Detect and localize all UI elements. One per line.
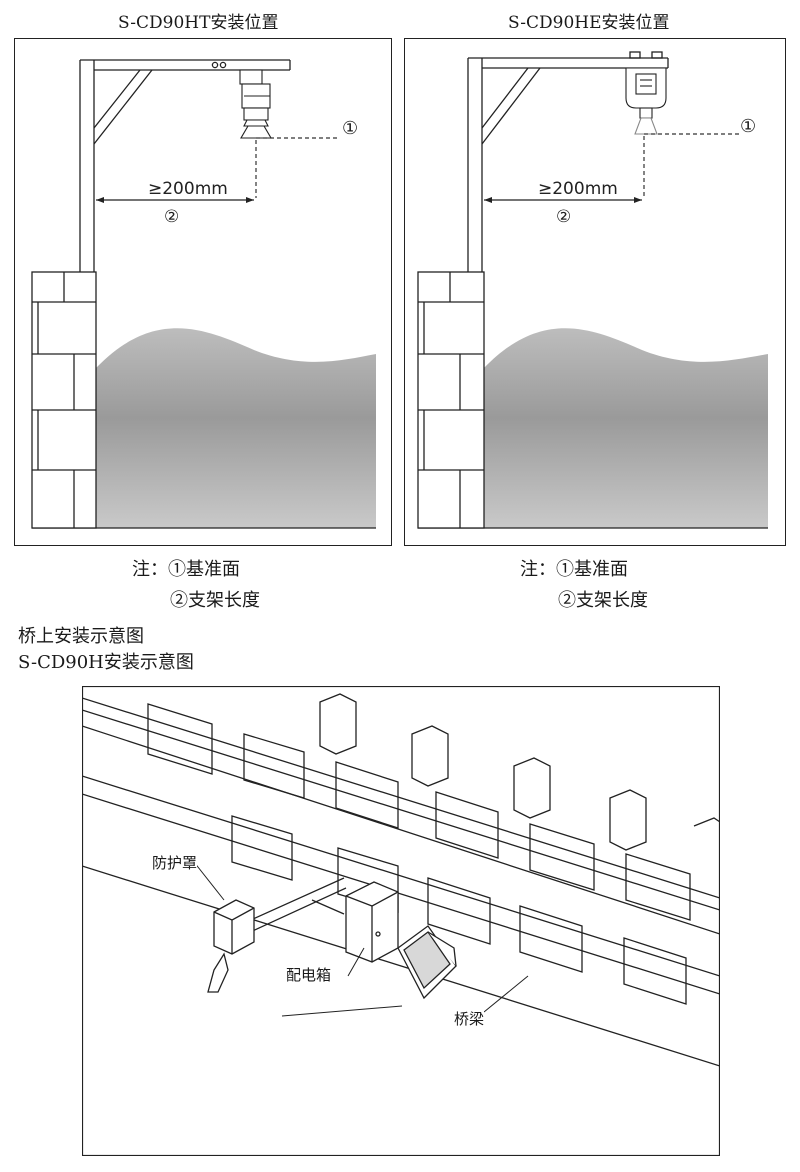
beam-panels <box>231 815 687 1005</box>
marker-1: ① <box>740 116 756 137</box>
beam-bottom <box>82 865 720 1067</box>
marker-2: ② <box>556 207 571 227</box>
diagram-he-installation: ≥200mm ② ① <box>404 38 786 546</box>
support-bracket <box>79 59 291 272</box>
sensor-shield <box>207 899 255 993</box>
marker-1: ① <box>342 118 358 139</box>
distribution-box <box>345 881 399 963</box>
caption-model: S-CD90H安装示意图 <box>18 652 194 673</box>
bridge-frame <box>82 686 720 1156</box>
shield-leader <box>193 861 225 901</box>
water-surface <box>96 328 376 528</box>
box-leader <box>347 947 365 977</box>
dimension-label: ≥200mm <box>148 179 228 199</box>
brick-wall <box>31 271 97 529</box>
bottom-leader <box>281 1005 403 1017</box>
railing-posts <box>319 693 720 851</box>
bridge-railing <box>82 697 720 911</box>
water-surface <box>484 328 768 528</box>
note-right-line2: ②支架长度 <box>558 590 648 611</box>
radar-sensor-ht <box>239 69 272 139</box>
label-distribution-box: 配电箱 <box>286 964 332 985</box>
dimension-arrow <box>484 197 642 203</box>
label-shield: 防护罩 <box>152 852 198 873</box>
solar-panel <box>397 925 457 1000</box>
bridge-installation-diagram <box>82 686 720 1156</box>
label-bridge: 桥梁 <box>454 1008 485 1029</box>
radar-sensor-he <box>625 67 667 135</box>
note-left-line2: ②支架长度 <box>170 590 260 611</box>
note-left-line1: 注：①基准面 <box>132 559 240 580</box>
note-right-line1: 注：①基准面 <box>520 559 628 580</box>
panel-title-ht: S-CD90HT安装位置 <box>118 13 279 33</box>
mounting-arm <box>241 877 347 935</box>
bridge-beam <box>82 725 720 995</box>
dimension-label: ≥200mm <box>538 179 618 199</box>
bridge-leader <box>483 975 529 1013</box>
panel-title-he: S-CD90HE安装位置 <box>508 13 670 33</box>
caption-bridge: 桥上安装示意图 <box>18 626 144 647</box>
dimension-arrow <box>96 197 254 203</box>
brick-wall <box>417 271 485 529</box>
railing-panels <box>147 703 691 921</box>
diagram-ht-installation: ≥200mm ② ① <box>14 38 392 546</box>
marker-2: ② <box>164 207 179 227</box>
